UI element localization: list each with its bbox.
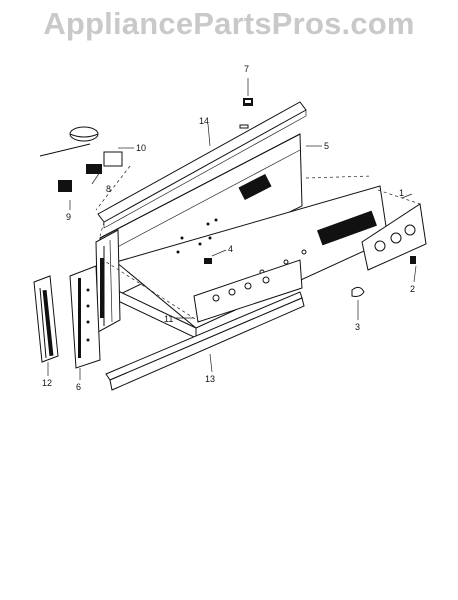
part-3-clip — [351, 286, 365, 297]
callout-1: 1 — [399, 188, 404, 198]
callout-9: 9 — [66, 212, 71, 222]
part-13-bottom-trim — [105, 291, 305, 391]
callout-11: 11 — [164, 314, 173, 324]
watermark: AppliancePartsPros.com — [43, 6, 415, 41]
part-2-screw — [410, 256, 416, 264]
part-4-fastener — [204, 258, 212, 264]
part-1-knob-housing — [361, 203, 427, 271]
callout-6: 6 — [76, 382, 81, 392]
side-bracket — [95, 229, 121, 333]
callout-8: 8 — [106, 184, 111, 194]
part-6-side-bracket — [69, 265, 101, 369]
callout-13: 13 — [205, 374, 215, 384]
part-7-clip — [243, 78, 253, 106]
callout-3: 3 — [355, 322, 360, 332]
callout-7: 7 — [244, 64, 249, 74]
callout-12: 12 — [42, 378, 52, 388]
part-10-switch — [39, 126, 99, 157]
callout-10: 10 — [136, 143, 146, 153]
callout-2: 2 — [410, 284, 415, 294]
part-8-connector — [86, 151, 123, 174]
dashed-guides — [95, 165, 421, 323]
callout-4: 4 — [228, 244, 233, 254]
callout-5: 5 — [324, 141, 329, 151]
part-9-connector — [58, 180, 72, 192]
callout-14: 14 — [199, 116, 209, 126]
part-12-end-cap — [33, 275, 59, 363]
part-11-lower-trim — [193, 259, 303, 323]
callout-leaders — [47, 123, 417, 380]
